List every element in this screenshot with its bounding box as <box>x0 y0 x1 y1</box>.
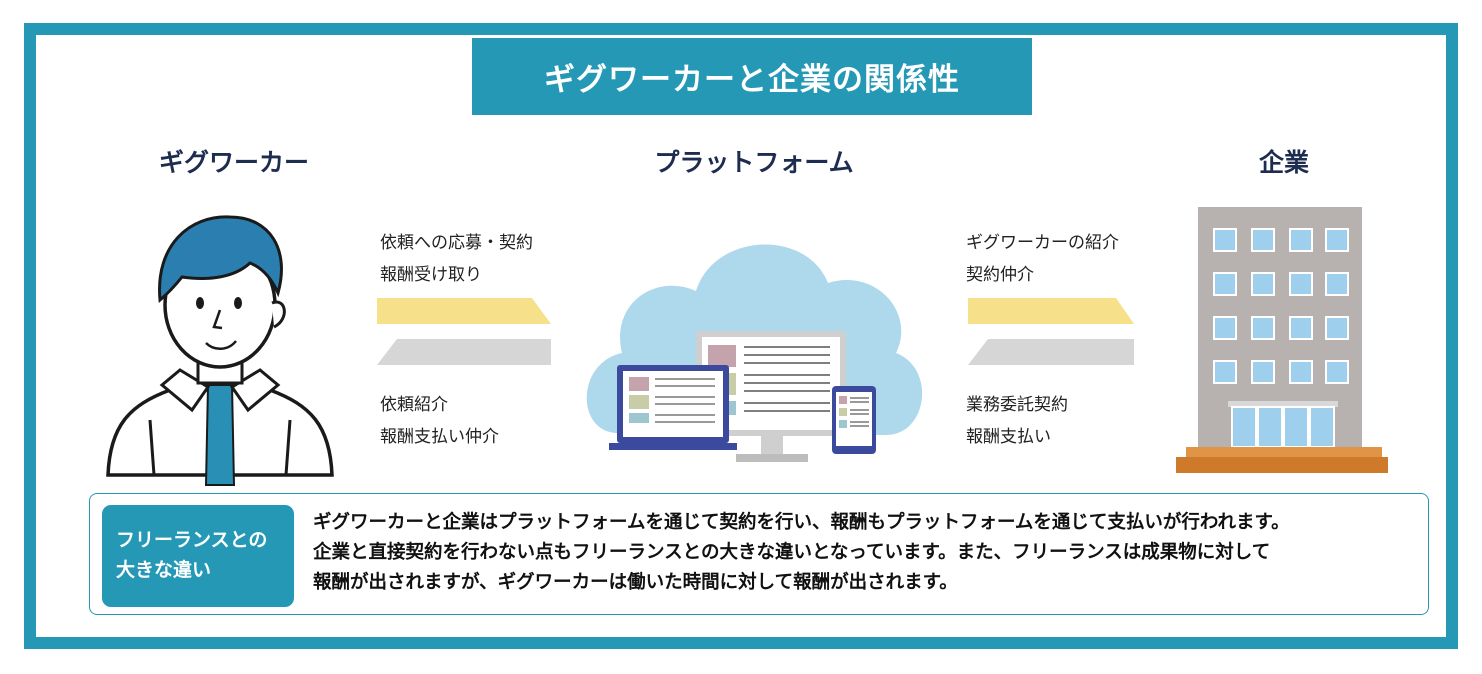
difference-text: ギグワーカーと企業はプラットフォームを通じて契約を行い、報酬もプラットフォームを… <box>313 508 1423 598</box>
flow-text-line: 報酬受け取り <box>380 265 482 285</box>
flow-text-line: 報酬支払い <box>966 427 1051 447</box>
difference-text-line: ギグワーカーと企業はプラットフォームを通じて契約を行い、報酬もプラットフォームを… <box>313 512 1290 533</box>
flow-right-top: ギグワーカーの紹介 契約仲介 <box>966 227 1119 291</box>
flow-text-line: 依頼への応募・契約 <box>380 233 533 253</box>
difference-label-line: フリーランスとの <box>116 529 268 551</box>
difference-text-line: 企業と直接契約を行わない点もフリーランスとの大きな違いとなっています。また、フリ… <box>313 542 1271 563</box>
flow-text-line: 契約仲介 <box>966 265 1034 285</box>
difference-label: フリーランスとの 大きな違い <box>102 505 294 607</box>
laptop-icon <box>609 365 737 450</box>
flow-text-line: 報酬支払い仲介 <box>380 427 499 447</box>
arrow-right-yellow <box>377 298 551 324</box>
person-icon <box>106 215 334 486</box>
diagram-frame: ギグワーカーと企業の関係性 ギグワーカー プラットフォーム 企業 依頼への応募・… <box>24 23 1458 649</box>
column-heading-platform: プラットフォーム <box>654 148 854 177</box>
building-icon <box>1176 207 1388 473</box>
flow-text-line: 業務委託契約 <box>966 395 1068 415</box>
column-heading-company: 企業 <box>1258 148 1309 177</box>
difference-box: フリーランスとの 大きな違い ギグワーカーと企業はプラットフォームを通じて契約を… <box>89 493 1429 615</box>
flow-right-bottom: 業務委託契約 報酬支払い <box>966 389 1068 453</box>
arrow-right-yellow <box>968 298 1134 324</box>
difference-label-line: 大きな違い <box>116 559 212 581</box>
arrow-left-gray <box>968 339 1134 365</box>
flow-left-top: 依頼への応募・契約 報酬受け取り <box>380 227 533 291</box>
tablet-icon <box>832 386 876 454</box>
difference-text-line: 報酬が出されますが、ギグワーカーは働いた時間に対して報酬が出されます。 <box>313 572 958 593</box>
column-heading-worker: ギグワーカー <box>158 148 309 177</box>
flow-text-line: 依頼紹介 <box>380 395 448 415</box>
flow-text-line: ギグワーカーの紹介 <box>966 233 1119 253</box>
page-title: ギグワーカーと企業の関係性 <box>472 38 1032 115</box>
arrow-left-gray <box>377 339 551 365</box>
flow-left-bottom: 依頼紹介 報酬支払い仲介 <box>380 389 499 453</box>
